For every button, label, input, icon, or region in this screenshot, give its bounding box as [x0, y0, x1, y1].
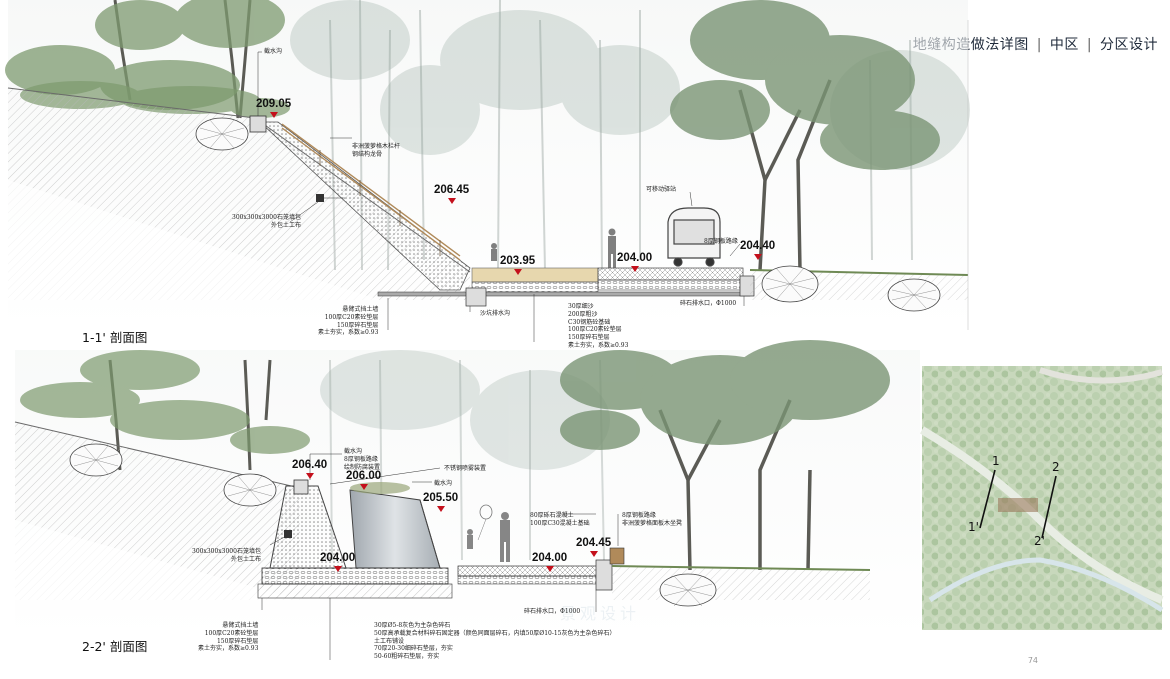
note-base-left: 悬臂式挡土墙 100厚C20素砼垫层 150厚碎石垫层 素土夯实，系数≥0.93 [198, 622, 259, 653]
keymap-marker-1: 1 [992, 454, 1000, 468]
section2-label: 2-2' 剖面图 [82, 639, 148, 654]
elevation-triangle-icon [436, 506, 445, 512]
elevation-triangle-icon [513, 269, 522, 275]
elevation-marker: 205.50 [423, 492, 458, 512]
note-steel-right: 8厚钢板路缘 非洲菠萝格面板木坐凳 [622, 512, 683, 527]
section1-label: 1-1' 剖面图 [82, 330, 148, 345]
elevation-triangle-icon [333, 566, 342, 572]
keymap-marker-1-prime: 1' [968, 520, 979, 534]
title-zone: 中区 [1049, 37, 1079, 53]
elevation-triangle-icon [589, 551, 598, 557]
elevation-marker: 204.00 [617, 252, 652, 272]
note-concrete: 80厚砾石混凝土 100厚C30混凝土基础 [530, 512, 590, 527]
note-steel-edge: 8厚钢板路缘 [704, 238, 738, 245]
section1-artwork [5, 0, 970, 342]
note-top-drain: 截水沟 [264, 48, 283, 55]
elevation-triangle-icon [447, 198, 456, 204]
page-number: 74 [1027, 656, 1038, 665]
elevation-marker: 206.45 [434, 184, 469, 204]
elevation-triangle-icon [359, 484, 368, 490]
note-rail: 非洲菠萝格木栏杆 钢结构龙骨 [352, 143, 401, 158]
note-rockbox: 300x300x3000石笼填包 外包土工布 [232, 214, 301, 229]
keymap-marker-2: 2 [1052, 460, 1060, 474]
elevation-marker: 206.40 [292, 459, 327, 479]
elevation-triangle-icon [545, 566, 554, 572]
elevation-marker: 204.40 [740, 240, 775, 260]
note-steel-pipe: 不锈钢喷雾装置 [444, 465, 487, 472]
note-cut-drain: 截水沟 [434, 480, 453, 487]
elevation-triangle-icon [753, 254, 762, 260]
watermark: 景观设计 [560, 604, 641, 623]
note-base-mid: 30厚细沙 200厚粗沙 C30钢筋砼基础 100厚C20素砼垫层 150厚碎石… [568, 303, 629, 349]
note-rockbox: 300x300x3000石笼填包 外包土工布 [192, 548, 261, 563]
note-sand-drain: 沙坑排水沟 [480, 310, 511, 317]
elevation-triangle-icon [630, 266, 639, 272]
note-base-mid: 30厚Ø5-8灰色为主杂色碎石 50厚高承载复合材料碎石固定器（颜色同面层碎石，… [374, 622, 616, 661]
elevation-triangle-icon [305, 473, 314, 479]
note-gravel-outlet: 碎石排水口，Φ1000 [680, 300, 737, 307]
note-top-left: 截水沟 8厚钢板路缘 绘制防腐装置 [344, 448, 381, 471]
note-gravel-outlet: 碎石排水口，Φ1000 [524, 608, 581, 615]
note-vehicle: 可移动驿站 [646, 186, 677, 193]
elevation-marker: 204.00 [320, 552, 355, 572]
elevation-marker: 209.05 [256, 98, 291, 118]
title-subject: 分区设计 [1100, 37, 1158, 53]
elevation-marker: 206.00 [346, 470, 381, 490]
elevation-triangle-icon [269, 112, 278, 118]
section2-artwork [14, 340, 920, 660]
elevation-marker: 203.95 [500, 255, 535, 275]
note-base-left: 悬臂式挡土墙 100厚C20素砼垫层 150厚碎石垫层 素土夯实，系数≥0.93 [318, 306, 379, 337]
key-map [919, 366, 1164, 630]
keymap-marker-2-prime: 2' [1034, 534, 1045, 548]
elevation-marker: 204.00 [532, 552, 567, 572]
elevation-marker: 204.45 [576, 537, 611, 557]
